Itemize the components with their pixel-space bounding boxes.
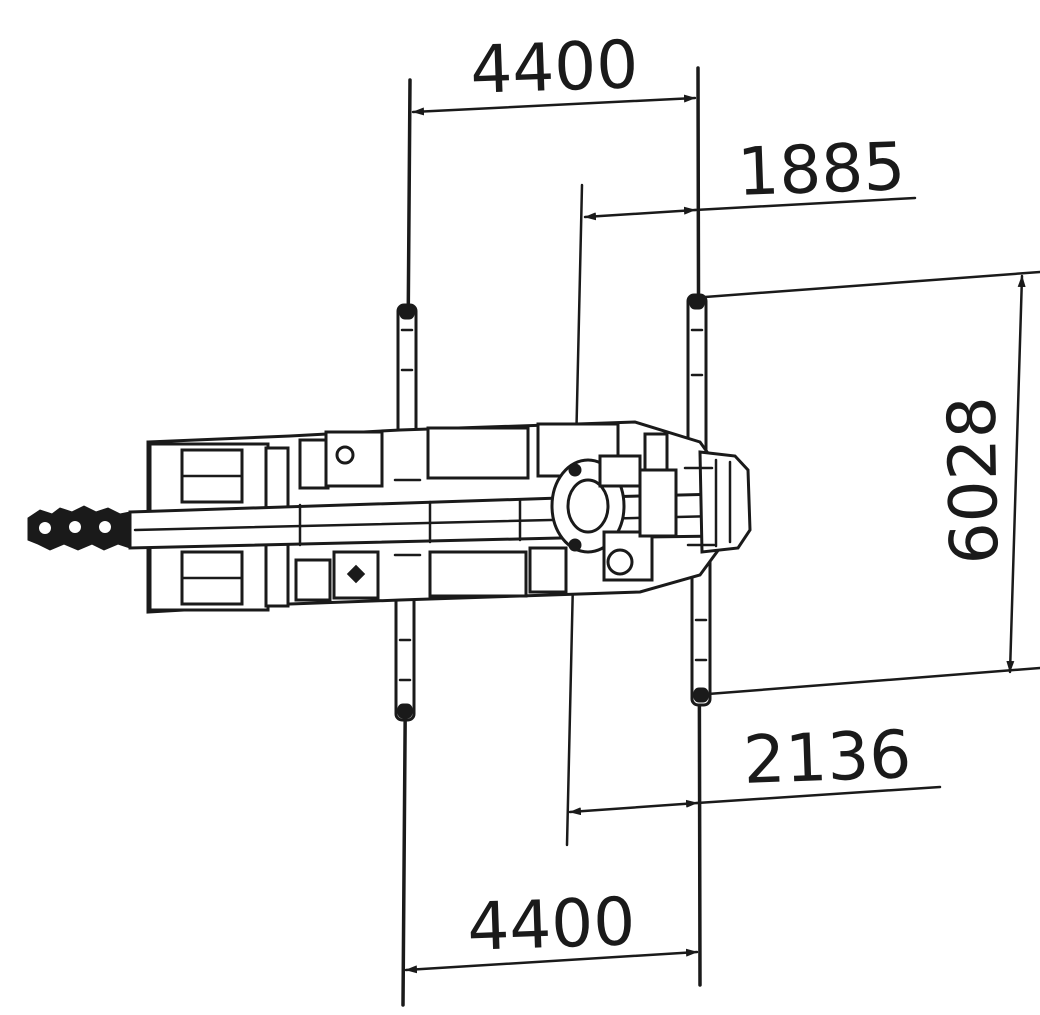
crane-body: [27, 420, 752, 614]
dim-line-rear-offset: [568, 799, 699, 816]
outrigger-pad-left-front: [399, 304, 415, 320]
outrigger-legs: [394, 293, 712, 722]
dim-line-top-width: [411, 94, 697, 116]
outrigger-pad-right-front: [689, 294, 705, 310]
deck-box-6: [294, 558, 332, 602]
dimension-labels: 4400 1885 6028 2136 4400: [466, 26, 1014, 966]
label-bottom-width: 4400: [466, 883, 637, 966]
label-outrigger-span: 6028: [934, 396, 1014, 565]
dim-ext-outrigger-top: [703, 270, 1040, 299]
label-rear-offset: 2136: [742, 716, 913, 799]
outrigger-pad-right-rear: [693, 687, 709, 703]
deck-box-2: [324, 430, 384, 488]
dim-ext-outrigger-bottom: [706, 666, 1040, 696]
deck-box-8: [528, 546, 568, 594]
deck-tank-marker: [346, 564, 366, 584]
label-top-width: 4400: [469, 26, 640, 109]
boom-head-hook: [27, 505, 131, 551]
dim-line-front-offset: [583, 206, 697, 221]
deck-box-5: [643, 432, 669, 476]
label-front-offset: 1885: [736, 128, 907, 211]
dim-leader-front-offset: [693, 196, 917, 212]
dim-leader-rear-offset: [695, 785, 942, 805]
turntable-assembly: [550, 454, 678, 582]
outrigger-pad-left-rear: [397, 703, 413, 719]
deck-box-3: [426, 426, 530, 480]
deck-box-7: [428, 550, 528, 598]
front-bumper: [698, 450, 752, 554]
deck-valve: [335, 445, 355, 465]
dim-line-bottom-width: [404, 948, 699, 974]
deck-box-1: [298, 438, 330, 490]
dim-line-outrigger-span: [1006, 274, 1026, 674]
